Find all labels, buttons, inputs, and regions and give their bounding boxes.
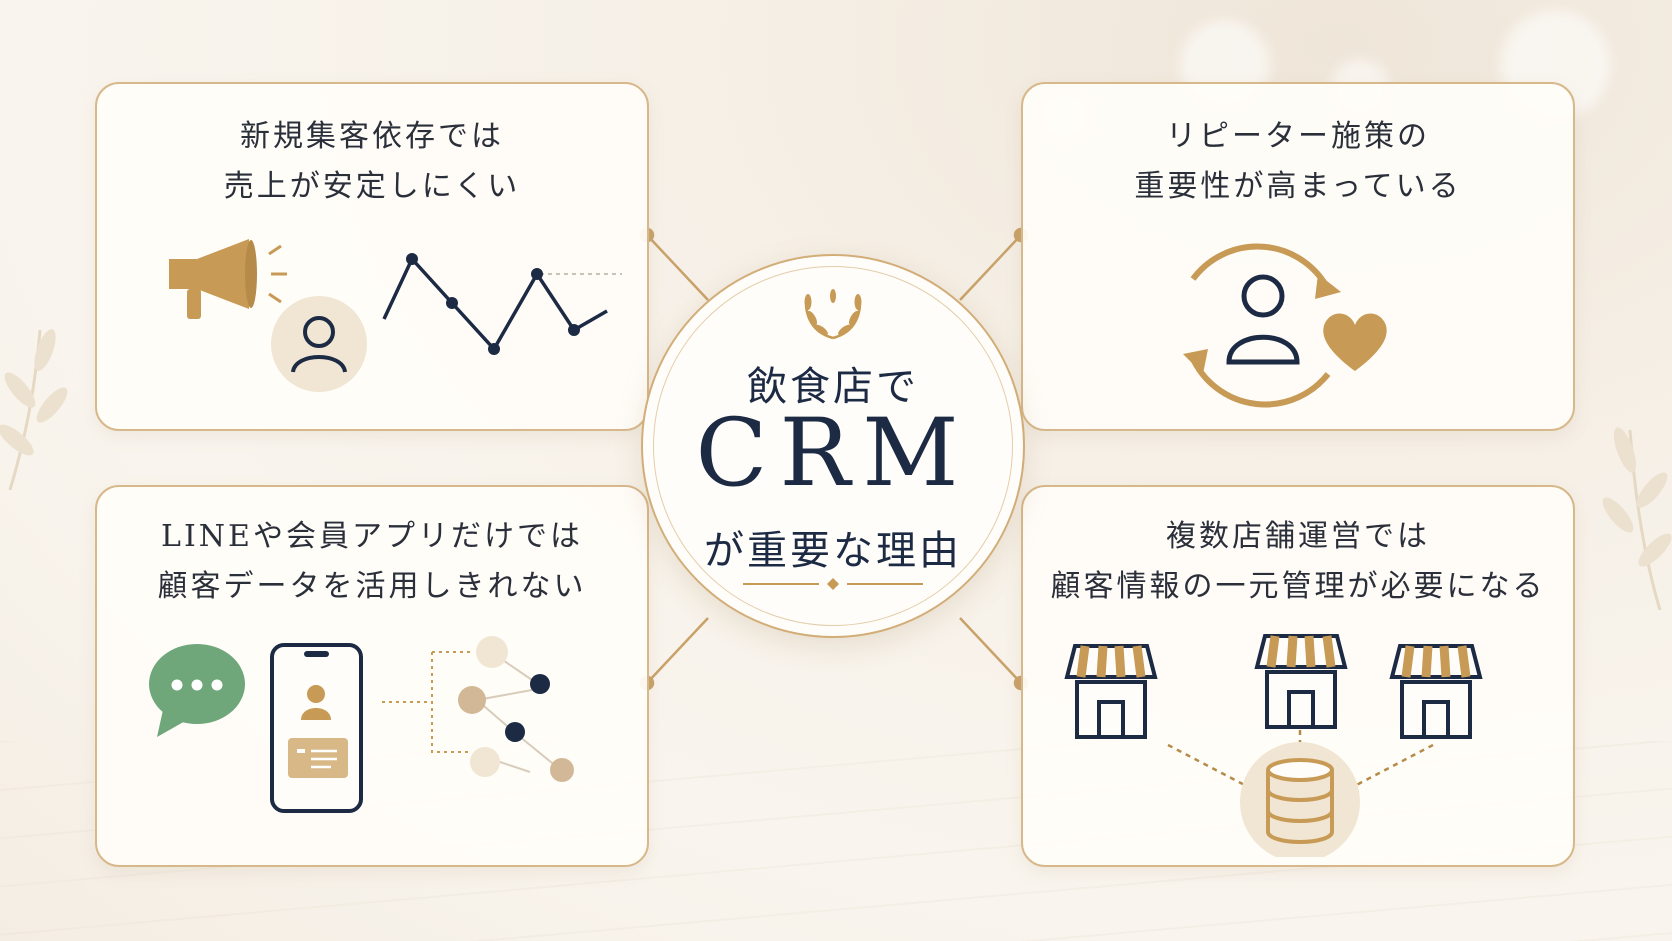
laurel-wreath-icon bbox=[804, 289, 862, 340]
card-title: リピーター施策の 重要性が高まっている bbox=[1023, 112, 1573, 212]
card-title-line: LINEや会員アプリだけでは bbox=[161, 519, 583, 554]
store-icon bbox=[1389, 644, 1483, 739]
card-title-line: 売上が安定しにくい bbox=[223, 169, 521, 204]
center-line-crm: CRM bbox=[695, 399, 971, 508]
divider-ornament-icon bbox=[743, 578, 923, 590]
store-network-icon bbox=[1064, 634, 1483, 857]
card-title: 新規集客依存では 売上が安定しにくい bbox=[97, 112, 647, 212]
card-title-line: 重要性が高まっている bbox=[1134, 169, 1462, 204]
card-line-app-limitations: LINEや会員アプリだけでは 顧客データを活用しきれない bbox=[95, 485, 649, 867]
database-icon bbox=[1240, 742, 1360, 857]
card-title-line: 顧客情報の一元管理が必要になる bbox=[1050, 569, 1546, 604]
card-title: LINEや会員アプリだけでは 顧客データを活用しきれない bbox=[97, 512, 647, 612]
card-repeater-importance: リピーター施策の 重要性が高まっている bbox=[1021, 82, 1575, 431]
card-title-line: リピーター施策の bbox=[1166, 119, 1430, 154]
store-icon bbox=[1254, 634, 1348, 729]
center-line-1: 飲食店で bbox=[747, 364, 919, 410]
card-new-customer-dependency: 新規集客依存では 売上が安定しにくい bbox=[95, 82, 649, 431]
card-title-line: 顧客データを活用しきれない bbox=[157, 569, 587, 604]
scattered-data-icon bbox=[382, 636, 574, 782]
leaf-branch-left-icon bbox=[0, 329, 68, 490]
cycle-arrows-icon bbox=[1183, 243, 1341, 408]
declining-line-chart-icon bbox=[382, 253, 622, 355]
leaf-branch-right-icon bbox=[1602, 427, 1672, 610]
store-icon bbox=[1064, 644, 1158, 739]
smartphone-icon bbox=[270, 643, 363, 813]
card-title-line: 複数店舗運営では bbox=[1166, 519, 1430, 554]
member-card-icon bbox=[288, 738, 348, 778]
megaphone-icon bbox=[169, 239, 287, 319]
person-icon bbox=[271, 296, 367, 392]
chat-bubble-icon bbox=[149, 644, 245, 737]
center-title-circle: 飲食店で CRM が重要な理由 bbox=[641, 254, 1025, 638]
card-title: 複数店舗運営では 顧客情報の一元管理が必要になる bbox=[1023, 512, 1573, 612]
card-title-line: 新規集客依存では bbox=[240, 119, 504, 154]
center-line-3: が重要な理由 bbox=[704, 528, 962, 574]
center-inner-ring bbox=[653, 266, 1013, 626]
heart-icon bbox=[1323, 313, 1387, 371]
card-multi-store-management: 複数店舗運営では 顧客情報の一元管理が必要になる bbox=[1021, 485, 1575, 867]
